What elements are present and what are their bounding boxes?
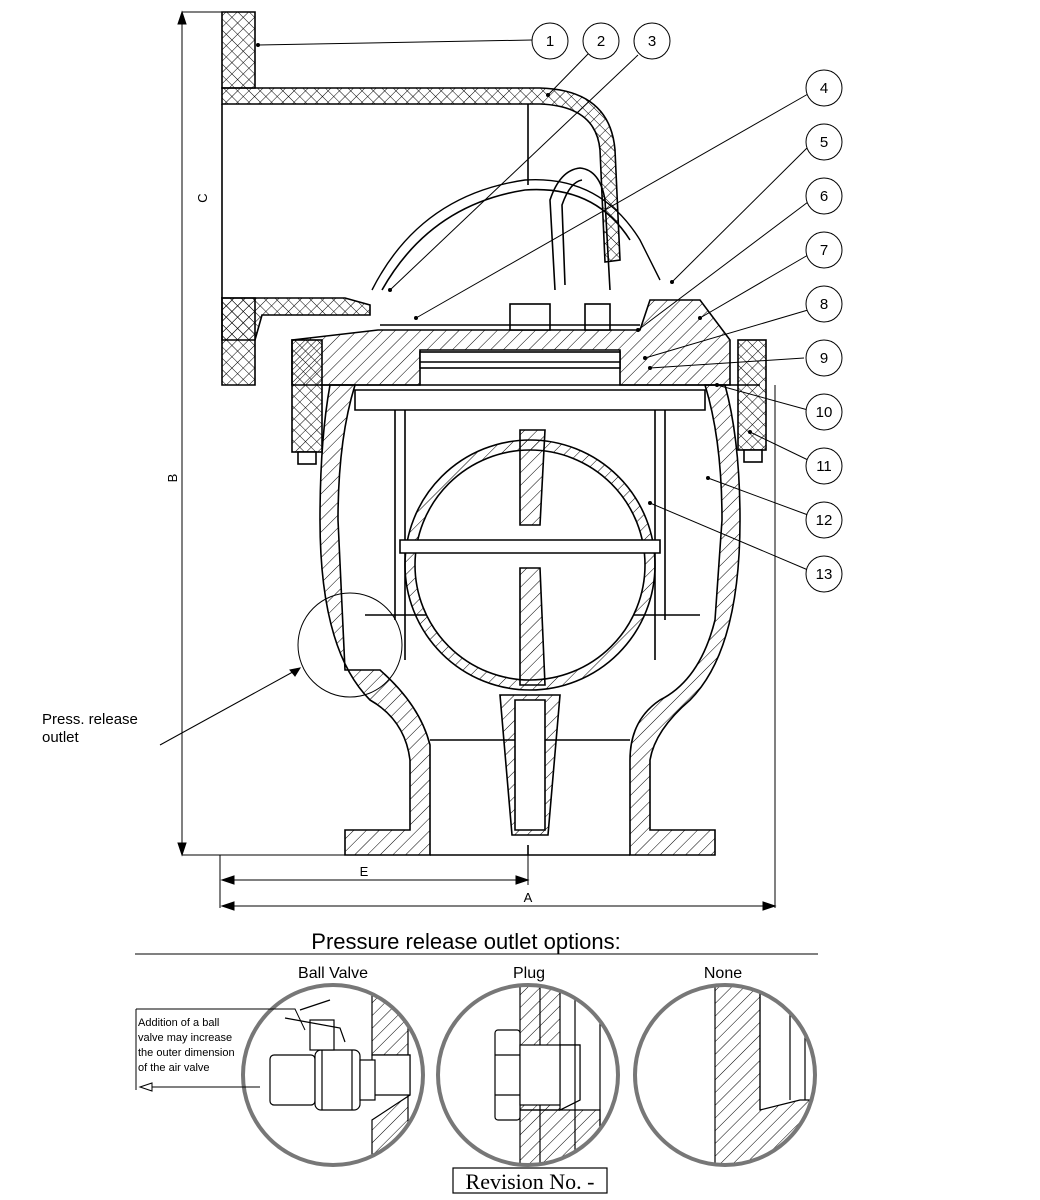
release-outlet-label-line2: outlet	[42, 729, 80, 746]
callout-bubble-5: 5	[805, 123, 843, 161]
option-label-plug: Plug	[513, 965, 545, 982]
callout-bubble-11: 11	[805, 447, 843, 485]
dim-label-b: B	[165, 474, 180, 483]
dim-label-c: C	[195, 193, 210, 202]
outlet-bend-wall	[221, 87, 621, 263]
release-outlet-label-line1: Press. release	[42, 711, 138, 728]
callout-bubble-12: 12	[805, 501, 843, 539]
ball-valve-note-line1: Addition of a ball	[138, 1017, 219, 1029]
callout-number: 8	[820, 296, 828, 313]
callout-bubble-1: 1	[531, 22, 569, 60]
callout-number: 3	[648, 33, 656, 50]
ball-valve-note-line4: of the air valve	[138, 1062, 210, 1074]
outlet-lower-wall	[221, 297, 371, 341]
callout-number: 1	[546, 33, 554, 50]
callout-number: 13	[816, 566, 833, 583]
detail-plug	[436, 983, 620, 1167]
dimension-lines	[177, 10, 777, 911]
callout-bubble-9: 9	[805, 339, 843, 377]
callout-number: 10	[816, 404, 833, 421]
detail-none	[633, 983, 817, 1167]
callout-leaders	[257, 39, 809, 571]
callout-bubble-4: 4	[805, 69, 843, 107]
outlet-flange-top	[221, 11, 256, 89]
release-outlet-marker	[159, 592, 403, 746]
dim-label-e: E	[360, 864, 369, 879]
dome-inner	[381, 188, 631, 291]
bolt-right	[737, 339, 767, 451]
callout-number: 7	[820, 242, 828, 259]
callout-number: 5	[820, 134, 828, 151]
revision-box	[452, 1167, 608, 1194]
callout-bubble-3: 3	[633, 22, 671, 60]
callout-number: 6	[820, 188, 828, 205]
callout-number: 12	[816, 512, 833, 529]
callout-number: 11	[816, 458, 832, 475]
callout-bubble-8: 8	[805, 285, 843, 323]
detail-ball-valve	[135, 983, 425, 1167]
options-heading: Pressure release outlet options:	[311, 929, 620, 954]
callout-number: 9	[820, 350, 828, 367]
callout-number: 4	[820, 80, 828, 97]
ball-valve-note-line2: valve may increase	[138, 1032, 232, 1044]
body-shell-right	[629, 384, 741, 856]
callout-dots	[256, 43, 752, 505]
bolt-left	[291, 339, 323, 453]
callout-bubble-13: 13	[805, 555, 843, 593]
callout-bubble-10: 10	[805, 393, 843, 431]
ball-valve-note-line3: the outer dimension	[138, 1047, 235, 1059]
option-label-none: None	[704, 965, 742, 982]
callout-number: 2	[597, 33, 605, 50]
option-label-ball-valve: Ball Valve	[298, 965, 368, 982]
callout-bubble-2: 2	[582, 22, 620, 60]
valve-body-section	[221, 11, 767, 856]
upper-float-guide	[549, 167, 611, 291]
dim-label-a: A	[524, 890, 533, 905]
body-shell	[319, 384, 431, 856]
dome-cover	[371, 178, 661, 291]
revision-label: Revision No. -	[466, 1169, 595, 1194]
callout-bubble-6: 6	[805, 177, 843, 215]
callout-bubble-7: 7	[805, 231, 843, 269]
